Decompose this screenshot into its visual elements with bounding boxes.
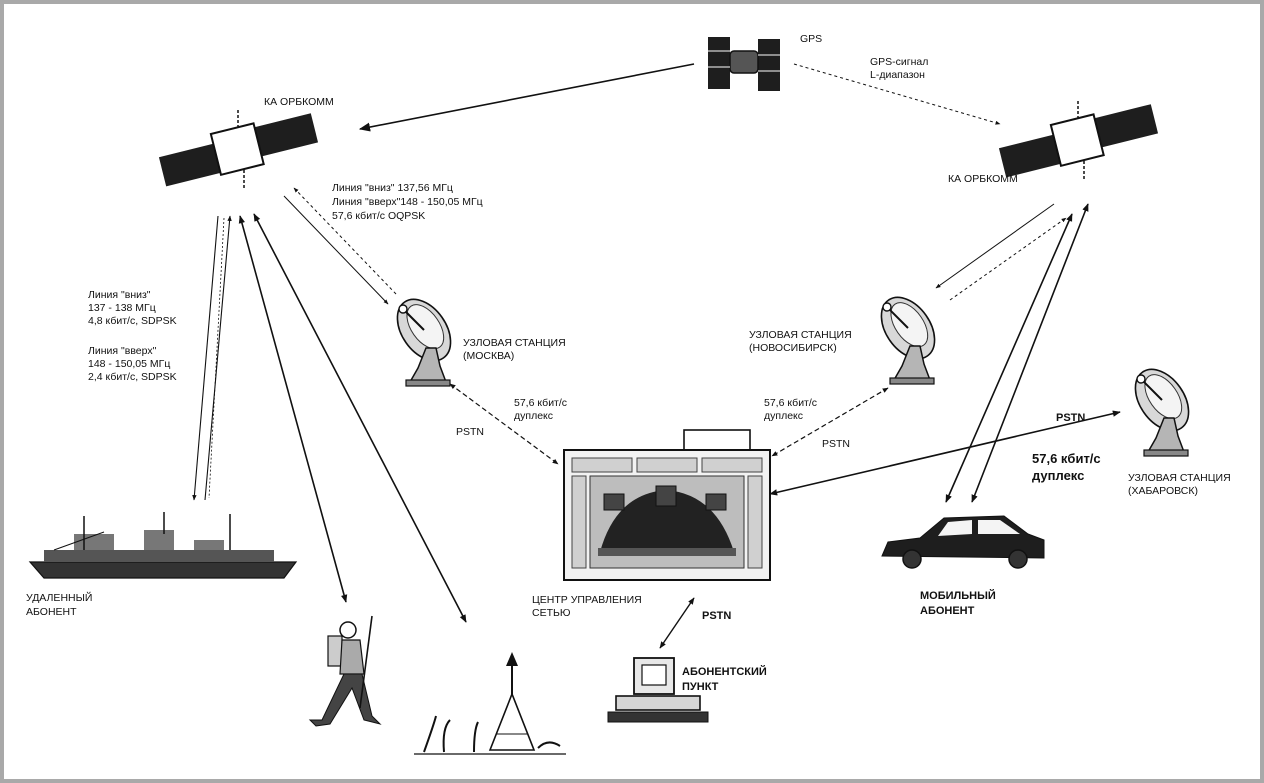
- pstn-khab-label: PSTN: [1056, 412, 1085, 424]
- pstn-terminal-label: PSTN: [702, 610, 731, 622]
- link-sat-nsk-up: [950, 218, 1066, 300]
- link-left-up-1: Линия "вверх": [88, 345, 157, 357]
- link-hiker: [240, 216, 346, 602]
- network-control-center-icon: [564, 430, 770, 580]
- duplex-left-1: 57,6 кбит/с: [514, 397, 567, 409]
- link-moscow-ncc: [450, 384, 558, 464]
- pstn-right-label: PSTN: [822, 438, 850, 450]
- novosibirsk-station-dish-icon: [870, 288, 945, 384]
- gps-signal-label-1: GPS-сигнал: [870, 56, 928, 68]
- buoy-station-icon: [414, 652, 566, 754]
- remote-label-2: АБОНЕНТ: [26, 606, 77, 618]
- link-top-2: Линия "вверх"148 - 150,05 МГц: [332, 196, 483, 208]
- sat-right-label: КА ОРБКОММ: [948, 173, 1018, 185]
- mobile-label-1: МОБИЛЬНЫЙ: [920, 589, 996, 602]
- duplex-right-2: дуплекс: [764, 410, 803, 422]
- link-top-1: Линия "вниз" 137,56 МГц: [332, 182, 453, 194]
- ncc-label-1: ЦЕНТР УПРАВЛЕНИЯ: [532, 594, 642, 606]
- link-ship-extra: [209, 218, 224, 498]
- gps-signal-label-2: L-диапазон: [870, 69, 925, 81]
- sat-left-label: КА ОРБКОММ: [264, 96, 334, 108]
- ncc-label-2: СЕТЬЮ: [532, 607, 571, 619]
- khabarovsk-station-dish-icon: [1124, 360, 1199, 456]
- link-ncc-terminal: [660, 598, 694, 648]
- link-left-down-2: 137 - 138 МГц: [88, 302, 156, 314]
- link-left-up-2: 148 - 150,05 МГц: [88, 358, 170, 370]
- subscriber-point-1: АБОНЕНТСКИЙ: [682, 665, 767, 678]
- car-icon: [882, 516, 1044, 568]
- orbcomm-network-diagram: GPS GPS-сигнал L-диапазон КА ОРБКОММ КА …: [4, 4, 1260, 779]
- link-ship-down: [194, 216, 218, 500]
- station-nsk-2: (НОВОСИБИРСК): [749, 342, 837, 354]
- link-sat-nsk-down: [936, 204, 1054, 288]
- link-top-3: 57,6 кбит/с OQPSK: [332, 210, 425, 222]
- link-left-down-3: 4,8 кбит/с, SDPSK: [88, 315, 177, 327]
- link-left-down-1: Линия "вниз": [88, 289, 151, 301]
- mobile-label-2: АБОНЕНТ: [920, 605, 975, 617]
- duplex-left-2: дуплекс: [514, 410, 553, 422]
- remote-label-1: УДАЛЕННЫЙ: [26, 591, 92, 604]
- moscow-station-dish-icon: [386, 290, 461, 386]
- gps-link-left: [360, 64, 694, 129]
- ship-icon: [30, 512, 296, 578]
- subscriber-point-2: ПУНКТ: [682, 681, 719, 693]
- duplex-khab-2: дуплекс: [1032, 468, 1084, 483]
- gps-label: GPS: [800, 33, 822, 45]
- station-moscow-2: (МОСКВА): [463, 350, 514, 362]
- orbcomm-satellite-right-icon: [999, 99, 1158, 179]
- station-khab-1: УЗЛОВАЯ СТАНЦИЯ: [1128, 472, 1231, 484]
- station-khab-2: (ХАБАРОВСК): [1128, 485, 1198, 497]
- link-left-up-3: 2,4 кбит/с, SDPSK: [88, 371, 177, 383]
- station-nsk-1: УЗЛОВАЯ СТАНЦИЯ: [749, 329, 852, 341]
- link-ship-up: [205, 216, 230, 500]
- duplex-right-1: 57,6 кбит/с: [764, 397, 817, 409]
- gps-satellite-icon: [708, 37, 780, 91]
- station-moscow-1: УЗЛОВАЯ СТАНЦИЯ: [463, 337, 566, 349]
- hiker-icon: [310, 616, 380, 726]
- pstn-left-label: PSTN: [456, 426, 484, 438]
- duplex-khab-1: 57,6 кбит/с: [1032, 451, 1101, 466]
- orbcomm-satellite-left-icon: [159, 108, 318, 188]
